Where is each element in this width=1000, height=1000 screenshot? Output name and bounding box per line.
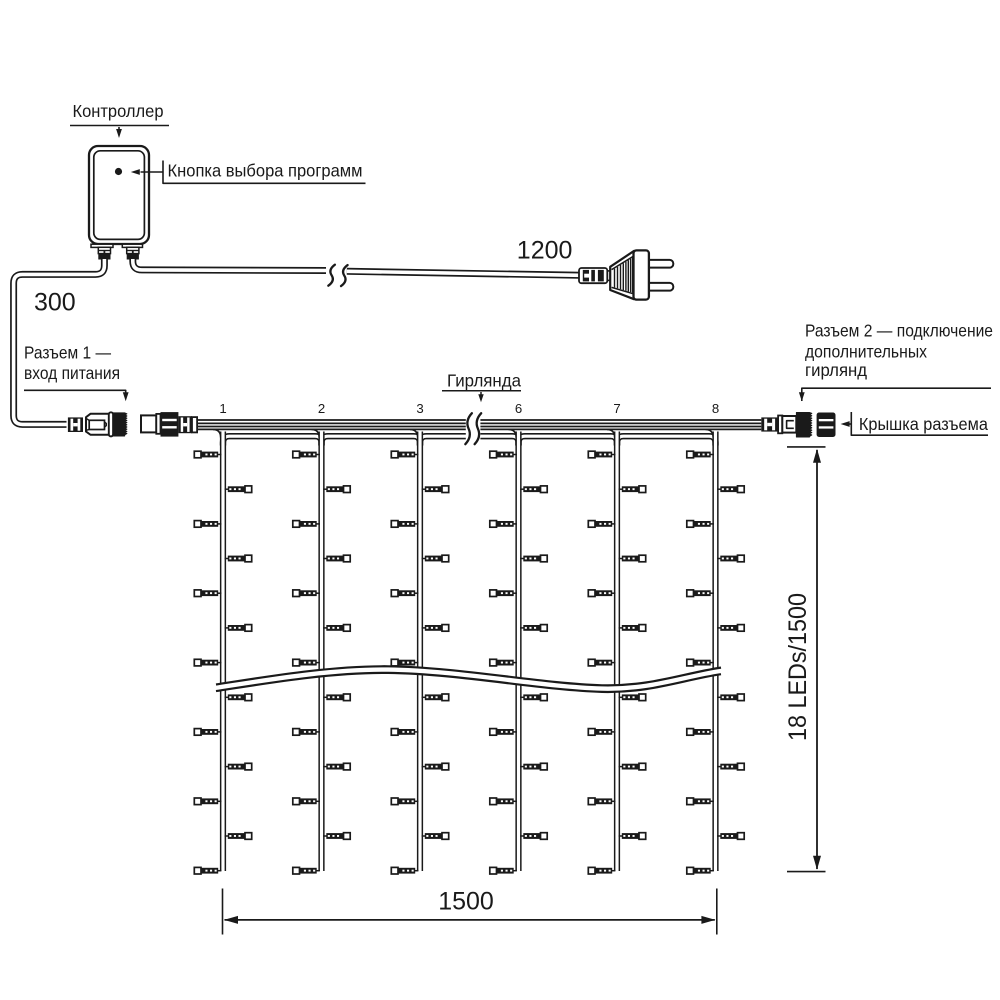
svg-text:300: 300 [34, 289, 76, 317]
svg-text:дополнительных: дополнительных [805, 341, 927, 361]
svg-text:Разъем 2 — подключение: Разъем 2 — подключение [805, 320, 993, 340]
svg-text:Кнопка выбора программ: Кнопка выбора программ [168, 161, 363, 181]
svg-text:1500: 1500 [438, 888, 494, 916]
svg-text:вход питания: вход питания [24, 363, 120, 383]
svg-text:2: 2 [318, 401, 325, 416]
svg-text:гирлянд: гирлянд [805, 360, 867, 380]
svg-text:1200: 1200 [517, 237, 573, 265]
svg-text:Контроллер: Контроллер [73, 101, 164, 121]
svg-text:7: 7 [613, 401, 620, 416]
svg-text:Крышка разъема: Крышка разъема [859, 414, 988, 434]
svg-text:1: 1 [219, 401, 226, 416]
svg-text:18 LEDs/1500: 18 LEDs/1500 [784, 593, 812, 741]
svg-text:8: 8 [712, 401, 719, 416]
svg-text:3: 3 [416, 401, 423, 416]
svg-text:Гирлянда: Гирлянда [447, 371, 521, 391]
svg-text:Разъем 1 —: Разъем 1 — [24, 343, 111, 363]
svg-text:6: 6 [515, 401, 522, 416]
